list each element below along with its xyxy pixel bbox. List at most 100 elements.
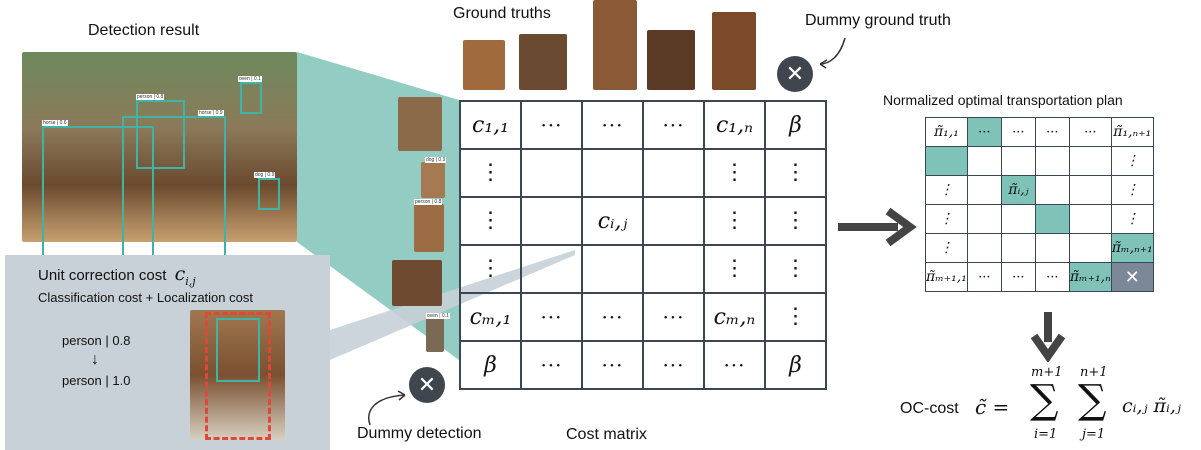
plan-cell	[966, 175, 1002, 205]
localization-dashed-box	[205, 312, 271, 440]
plan-cell	[1068, 175, 1112, 205]
class-to: person | 1.0	[62, 373, 131, 388]
plan-cell	[1034, 146, 1070, 176]
localization-gt-box	[216, 318, 260, 382]
cost-matrix-cell	[642, 196, 705, 246]
plan-cell: ···	[1068, 117, 1112, 147]
plan-cell: π̃₁,₁	[925, 117, 968, 147]
ground-truths-title: Ground truths	[453, 5, 551, 22]
det-crop-1	[398, 97, 442, 151]
cost-matrix-cell: ⋮	[764, 292, 827, 342]
plan-row: π̃ₘ₊₁,₁·········π̃ₘ₊₁,ₙ✕	[925, 262, 1154, 292]
det-crop-2-label: dog | 0.9	[425, 157, 447, 163]
det-crop-4	[392, 260, 442, 306]
cost-matrix-cell: ···	[703, 340, 766, 390]
plan-cell: π̃ₘ,ₙ₊₁	[1110, 233, 1154, 263]
plan-cell: ⋮	[925, 175, 968, 205]
plan-cell: ···	[1034, 117, 1070, 147]
gt-crop-3	[593, 0, 637, 90]
plan-row: ⋮π̃ᵢ,ⱼ⋮	[925, 175, 1154, 205]
bbox-dog	[258, 178, 280, 210]
cost-matrix-cell: ···	[642, 292, 705, 342]
dummy-detection-close-icon: ✕	[409, 367, 445, 403]
cost-matrix-cell: cₘ,₁	[459, 292, 522, 342]
gt-crop-4	[647, 30, 695, 90]
cost-matrix-cell: ···	[520, 292, 583, 342]
cost-matrix-cell: cₘ,ₙ	[703, 292, 766, 342]
cost-matrix-cell: ···	[642, 340, 705, 390]
plan-cell: π̃₁,ₙ₊₁	[1110, 117, 1154, 147]
class-from: person | 0.8	[62, 333, 131, 348]
plan-cell: ···	[966, 262, 1002, 292]
cost-matrix-cell: ···	[581, 340, 644, 390]
det-crop-5	[426, 318, 444, 352]
plan-cell	[1000, 204, 1036, 234]
cost-matrix-cell: ⋮	[459, 244, 522, 294]
cost-matrix-cell	[642, 244, 705, 294]
sum2-top: n+1	[1080, 365, 1108, 380]
unit-correction-title: Unit correction cost ci,j	[38, 263, 196, 288]
cost-matrix-row: ⋮cᵢ,ⱼ⋮⋮	[459, 196, 827, 246]
bbox-person-label: person | 0.8	[136, 94, 165, 100]
plan-cell	[1034, 233, 1070, 263]
plan-cell: ⋮	[1110, 204, 1154, 234]
detection-result-title: Detection result	[88, 22, 200, 39]
det-crop-3	[414, 204, 444, 252]
cost-matrix-cell: β	[459, 340, 522, 390]
plan-cell: ⋮	[925, 204, 968, 234]
arrow-down-icon	[1030, 312, 1066, 362]
dummy-gt-title: Dummy ground truth	[805, 12, 951, 29]
sum1-bottom: i=1	[1034, 427, 1058, 442]
cost-matrix-row: β············β	[459, 340, 827, 390]
unit-example-image	[190, 310, 285, 440]
cost-matrix-cell	[642, 148, 705, 198]
plan-row: π̃₁,₁············π̃₁,ₙ₊₁	[925, 117, 1154, 147]
plan-row: ⋮	[925, 146, 1154, 176]
oc-cost-lhs: c̃ =	[975, 395, 1010, 419]
cost-matrix-cell	[520, 148, 583, 198]
plan-cell: π̃ₘ₊₁,ₙ	[1068, 262, 1112, 292]
plan-cell	[1068, 146, 1112, 176]
cost-matrix-cell	[520, 196, 583, 246]
cost-matrix-cell: ⋮	[703, 148, 766, 198]
dummy-gt-pointer-arrow	[819, 37, 846, 69]
plan-cell: ···	[1000, 262, 1036, 292]
plan-cell	[925, 146, 968, 176]
sum2-symbol: ∑	[1078, 377, 1107, 423]
cost-matrix-row: ⋮⋮⋮	[459, 148, 827, 198]
plan-cell: ···	[1000, 117, 1036, 147]
cost-matrix-cell: ···	[520, 340, 583, 390]
cost-matrix-cell: ⋮	[459, 196, 522, 246]
cost-matrix-cell: cᵢ,ⱼ	[581, 196, 644, 246]
plan-cell: ⋮	[925, 233, 968, 263]
cost-matrix-cell: ⋮	[764, 196, 827, 246]
cost-matrix-cell: ···	[581, 100, 644, 150]
plan-cell	[1068, 233, 1112, 263]
bbox-person	[136, 100, 185, 169]
transport-plan-table: π̃₁,₁············π̃₁,ₙ₊₁⋮⋮π̃ᵢ,ⱼ⋮⋮⋮⋮π̃ₘ,ₙ…	[925, 117, 1154, 292]
sum1-top: m+1	[1031, 365, 1063, 380]
oc-cost-term: cᵢ,ⱼ π̃ᵢ,ⱼ	[1122, 395, 1181, 417]
cost-matrix-cell: ⋮	[703, 244, 766, 294]
plan-cell	[1000, 146, 1036, 176]
bbox-oven-label: oven | 0.1	[238, 76, 262, 82]
plan-row: ⋮⋮	[925, 204, 1154, 234]
gt-crop-1	[463, 40, 505, 90]
plan-title: Normalized optimal transportation plan	[883, 92, 1123, 108]
transport-plan: π̃₁,₁············π̃₁,ₙ₊₁⋮⋮π̃ᵢ,ⱼ⋮⋮⋮⋮π̃ₘ,ₙ…	[925, 117, 1154, 292]
plan-cell: ···	[966, 117, 1002, 147]
bbox-horse-2-label: horse | 0.6	[42, 120, 68, 126]
plan-cell	[966, 233, 1002, 263]
bbox-horse-1-label: horse | 0.9	[198, 110, 224, 116]
sum1-symbol: ∑	[1030, 377, 1059, 423]
plan-cell	[1034, 204, 1070, 234]
detection-result-image: person | 0.8 horse | 0.9 horse | 0.6 ove…	[22, 52, 297, 270]
plan-cell	[1000, 233, 1036, 263]
sum2-bottom: j=1	[1082, 427, 1106, 442]
plan-cell: π̃ᵢ,ⱼ	[1000, 175, 1036, 205]
cost-matrix-cell: ⋮	[703, 196, 766, 246]
cost-matrix-title: Cost matrix	[566, 426, 647, 443]
unit-cost-symbol: ci,j	[174, 263, 196, 288]
